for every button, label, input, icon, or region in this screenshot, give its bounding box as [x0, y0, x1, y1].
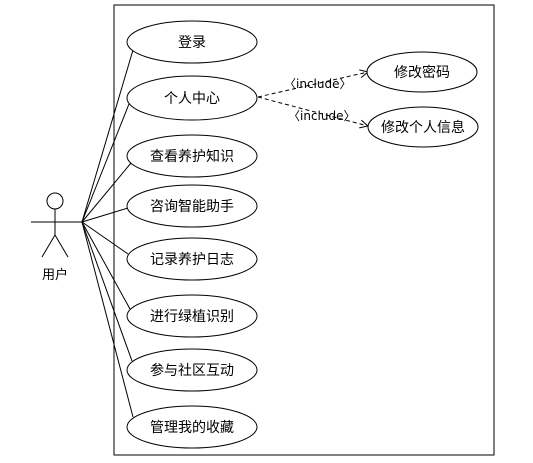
use-case-label: 记录养护日志: [150, 252, 234, 268]
use-case-favorites: 管理我的收藏: [126, 405, 258, 449]
association-plant-recognition: [81, 221, 131, 310]
include-label-2: 〈include〉: [288, 109, 355, 123]
use-case-personal-center: 个人中心: [126, 75, 258, 121]
association-personal-center: [81, 103, 130, 223]
actor-figure: [31, 192, 82, 258]
include-edge-change-password: [257, 72, 368, 98]
use-case-label: 查看养护知识: [150, 148, 234, 165]
include-label-1: 〈include〉: [284, 77, 351, 91]
association-record-log: [81, 221, 129, 255]
include-relationships: [257, 72, 368, 126]
use-case-record-log: 记录养护日志: [126, 237, 258, 281]
association-login: [81, 49, 134, 223]
associations: [81, 49, 134, 418]
association-favorites: [81, 221, 134, 418]
use-case-change-password: 修改密码: [366, 51, 478, 93]
use-case-label: 修改个人信息: [381, 119, 465, 136]
use-case-change-info: 修改个人信息: [367, 106, 479, 148]
association-consult-assistant: [81, 207, 129, 223]
use-case-label: 修改密码: [394, 64, 450, 81]
actor-right-leg: [54, 234, 69, 258]
association-view-knowledge: [81, 162, 132, 223]
use-case-label: 个人中心: [164, 91, 220, 107]
use-case-view-knowledge: 查看养护知识: [126, 134, 258, 178]
use-case-label: 进行绿植识别: [150, 309, 234, 325]
system-boundary: [113, 4, 495, 456]
use-case-label: 管理我的收藏: [150, 420, 234, 436]
actor-head: [46, 192, 64, 210]
use-case-plant-recognition: 进行绿植识别: [126, 294, 258, 338]
use-case-login: 登录: [126, 20, 258, 64]
actor-label: 用户: [42, 267, 68, 283]
use-case-label: 参与社区互动: [150, 362, 234, 379]
use-case-label: 咨询智能助手: [150, 199, 234, 215]
include-edge-change-info: [257, 96, 368, 126]
use-case-label: 登录: [178, 35, 206, 51]
use-case-consult-assistant: 咨询智能助手: [126, 184, 258, 228]
use-case-community: 参与社区互动: [126, 348, 258, 392]
association-community: [81, 221, 133, 362]
actor-left-leg: [41, 234, 56, 258]
